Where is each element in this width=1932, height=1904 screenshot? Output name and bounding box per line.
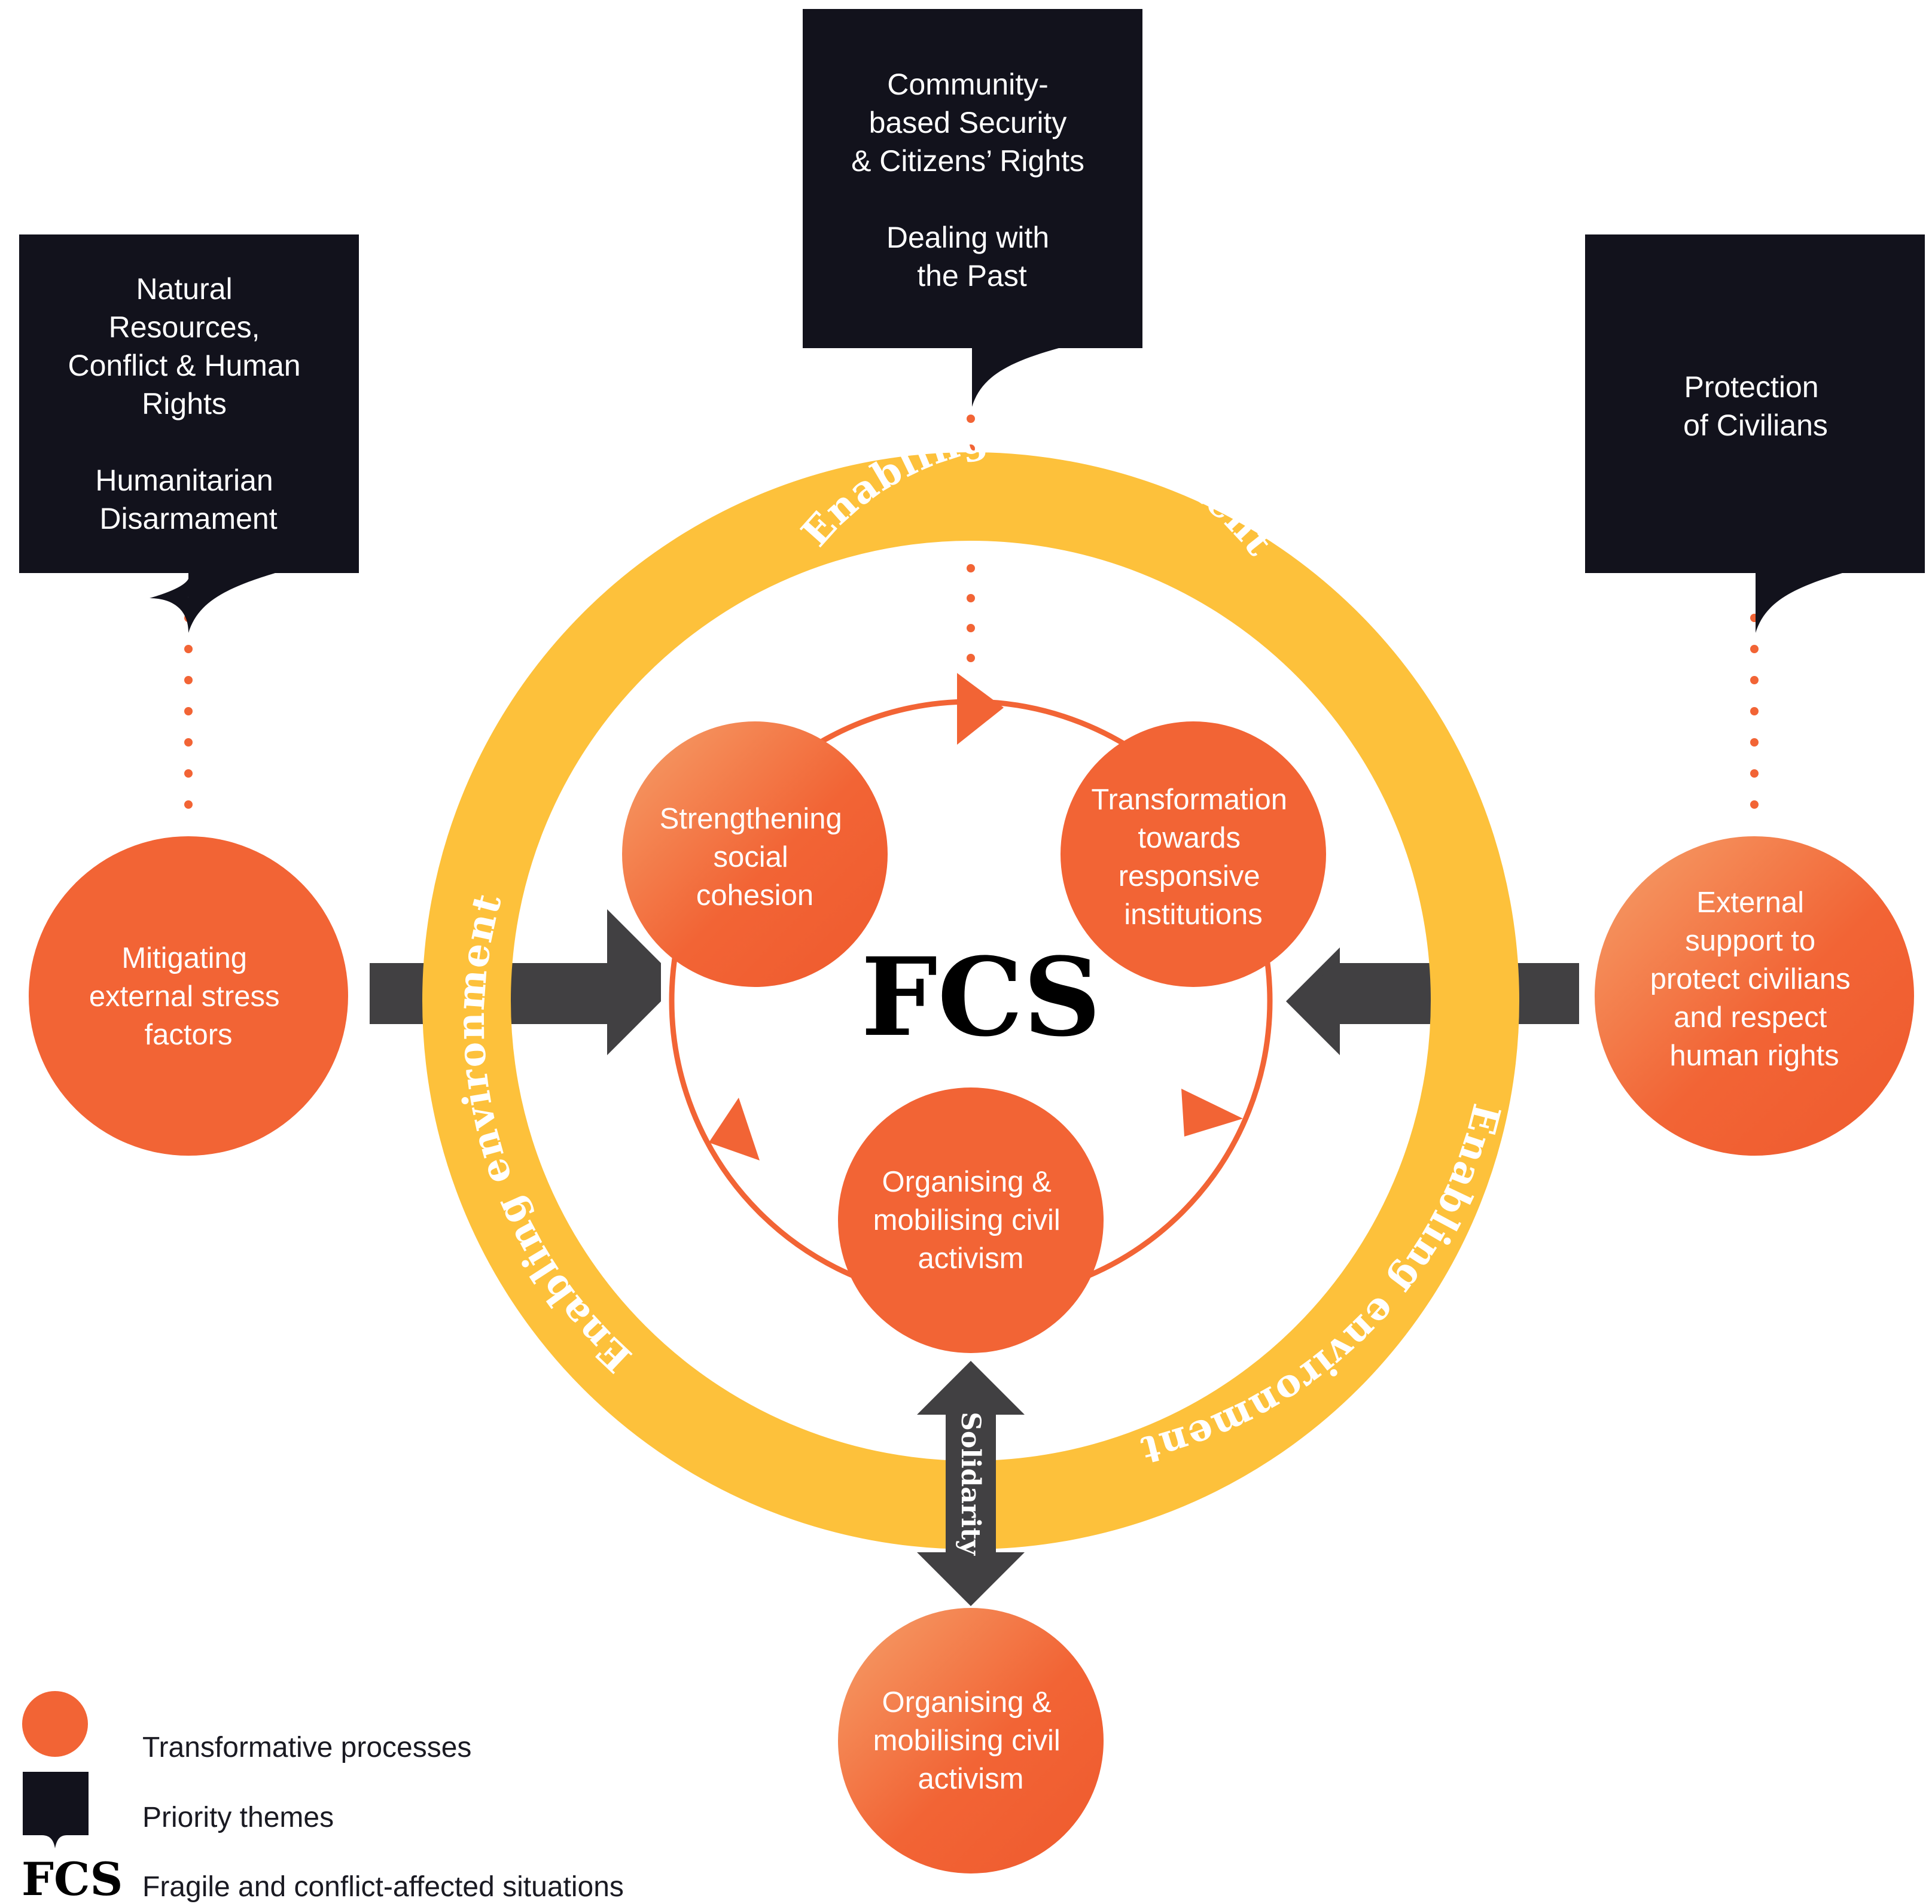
connector-top bbox=[967, 415, 975, 662]
dotted-connectors bbox=[184, 415, 1759, 809]
cycle-arrowhead-top bbox=[957, 673, 1004, 745]
legend-fcs-label: Fragile and conflict-affected situations bbox=[142, 1871, 624, 1903]
process-circle-inner-bottom bbox=[838, 1087, 1104, 1353]
center-fcs-label: FCS bbox=[861, 934, 1101, 1061]
legend-priority-label: Priority themes bbox=[142, 1802, 334, 1833]
cycle-arrowhead-right bbox=[1181, 1089, 1243, 1137]
process-circle-left bbox=[29, 836, 348, 1156]
process-inner-top-right-text: Transformation towards responsive instit… bbox=[1091, 784, 1295, 931]
process-circle-right bbox=[1595, 836, 1914, 1156]
process-bottom-text: Organising & mobilising civil activism bbox=[873, 1686, 1069, 1795]
process-circle-inner-top-right bbox=[1061, 721, 1326, 987]
priority-box-left-text: Natural Resources, Conflict & Human Righ… bbox=[68, 272, 309, 535]
priority-box-right-text: Protection of Civilians bbox=[1683, 370, 1828, 442]
priority-box-top-text: Community- based Security & Citizens’ Ri… bbox=[851, 68, 1093, 293]
legend-fcs-symbol: FCS bbox=[22, 1853, 123, 1904]
cycle-arrowhead-left bbox=[709, 1098, 760, 1160]
process-circle-bottom bbox=[838, 1608, 1104, 1873]
solidarity-double-arrow bbox=[917, 1361, 1025, 1606]
process-circle-inner-top-left bbox=[622, 721, 888, 987]
process-inner-bottom-text: Organising & mobilising civil activism bbox=[873, 1166, 1069, 1275]
legend-orange-circle-icon bbox=[22, 1691, 88, 1757]
legend: Transformative processes Priority themes… bbox=[22, 1691, 624, 1904]
legend-transformative-label: Transformative processes bbox=[142, 1732, 471, 1763]
process-left-text: Mitigating external stress factors bbox=[89, 942, 288, 1051]
connector-left bbox=[184, 614, 193, 809]
process-right-text: External support to protect civilians an… bbox=[1650, 886, 1859, 1072]
process-inner-top-left-text: Strengthening social cohesion bbox=[660, 803, 851, 912]
connector-right bbox=[1750, 614, 1759, 809]
legend-black-box-icon bbox=[23, 1772, 89, 1848]
solidarity-label: Solidarity bbox=[955, 1412, 986, 1556]
